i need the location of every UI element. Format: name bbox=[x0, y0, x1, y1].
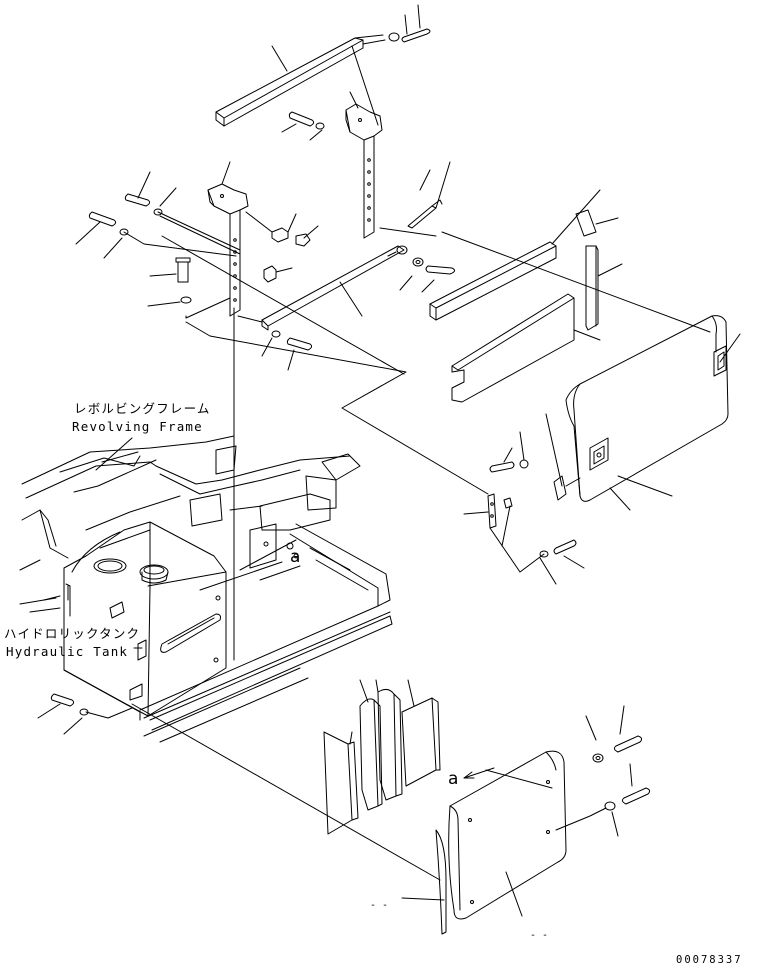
upper-side-cover bbox=[565, 315, 741, 511]
dash-mark-a: - - bbox=[370, 900, 389, 911]
bar-end-bolt-group bbox=[387, 245, 456, 293]
seal-strip bbox=[401, 829, 447, 935]
reference-mark-lower: a bbox=[448, 769, 459, 789]
support-bar bbox=[237, 245, 405, 331]
hydraulic-tank-label-en: Hydraulic Tank bbox=[6, 644, 129, 659]
drawing-code: 00078337 bbox=[676, 954, 743, 966]
lower-cover-bolts bbox=[485, 705, 651, 837]
revolving-frame-label-en: Revolving Frame bbox=[72, 419, 203, 434]
top-bolt-group bbox=[388, 4, 431, 43]
dash-mark-b: - - bbox=[530, 930, 549, 941]
nut-group bbox=[245, 211, 319, 283]
leader-lines bbox=[131, 231, 711, 881]
middle-bolt-group bbox=[281, 111, 325, 141]
strip-upper bbox=[429, 189, 601, 321]
right-upper-bracket bbox=[345, 91, 383, 239]
pad-narrow-vertical bbox=[585, 245, 623, 331]
top-bolt bbox=[401, 28, 431, 43]
hinge-lower-mid bbox=[463, 493, 545, 573]
reference-arrow-lower bbox=[463, 767, 495, 779]
revolving-frame bbox=[19, 435, 393, 743]
hydraulic-tank-label-jp: ハイドロリックタンク bbox=[4, 626, 141, 641]
lower-side-cover bbox=[448, 750, 567, 920]
cover-hinge-right bbox=[545, 413, 581, 501]
pad-large bbox=[451, 293, 601, 403]
cover-mount-bolts bbox=[489, 431, 585, 585]
hydraulic-tank bbox=[63, 521, 227, 721]
top-washer bbox=[388, 32, 400, 42]
left-upper-bracket bbox=[207, 161, 249, 317]
lower-cover-panels bbox=[323, 679, 441, 835]
left-bolt-group bbox=[75, 171, 241, 259]
vertical-bolt bbox=[147, 257, 231, 319]
revolving-frame-label-jp: レボルビングフレーム bbox=[74, 401, 211, 416]
lower-bolt-group bbox=[261, 330, 313, 371]
tank-bolt-group bbox=[37, 693, 133, 735]
l-bracket bbox=[379, 161, 451, 237]
reference-mark-upper: a bbox=[290, 547, 301, 567]
pad-small-top bbox=[575, 209, 619, 237]
top-cross-bar bbox=[215, 34, 386, 127]
